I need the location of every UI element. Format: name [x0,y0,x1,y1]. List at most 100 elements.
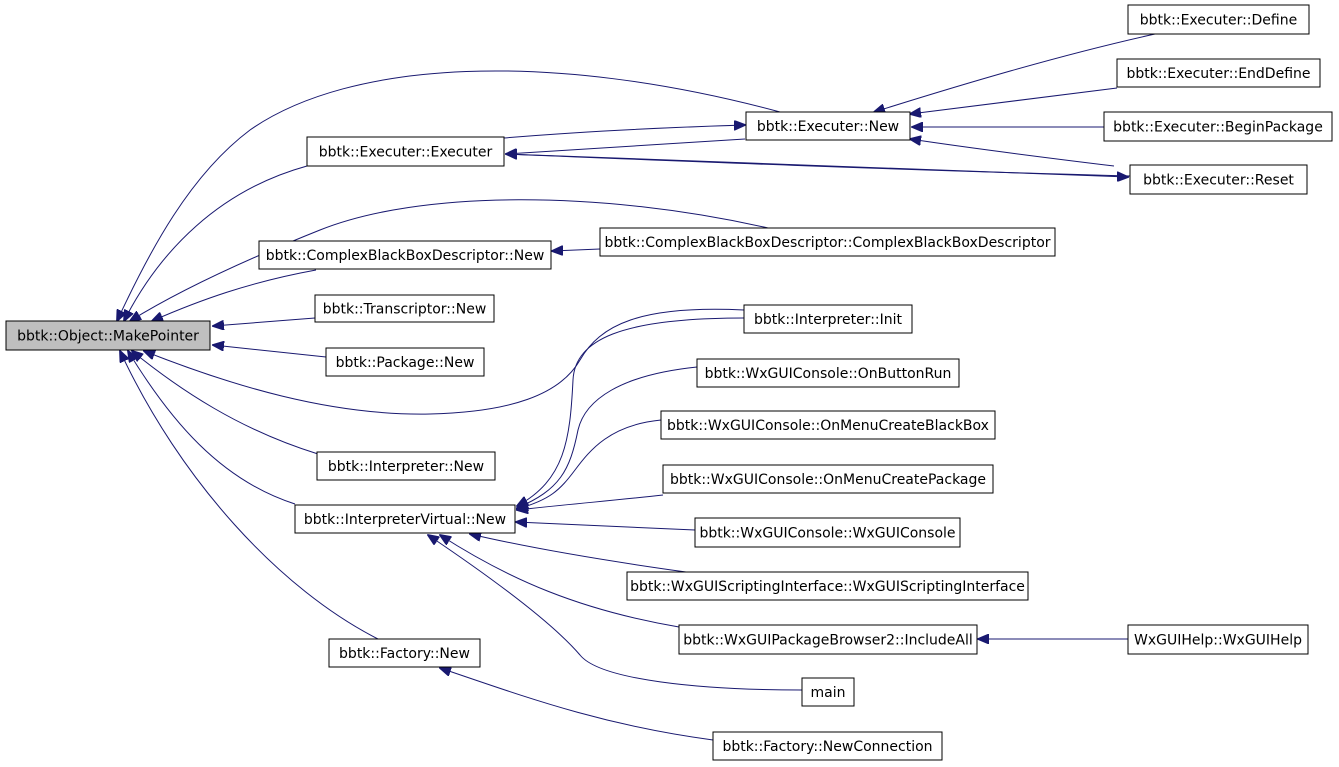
node-box [743,304,913,334]
node-console-ctor[interactable]: bbtk::WxGUIConsole::WxGUIConsole [694,517,961,548]
edge-define-to-executer-new [874,33,1156,112]
node-label: bbtk::ComplexBlackBoxDescriptor::Complex… [604,235,1050,251]
node-console-onmenucreateblackbox[interactable]: bbtk::WxGUIConsole::OnMenuCreateBlackBox [660,410,996,440]
node-interpvirt-new[interactable]: bbtk::InterpreterVirtual::New [294,504,516,534]
node-wxguihelp[interactable]: WxGUIHelp::WxGUIHelp [1127,624,1309,655]
edge-interpvirtual-new-to-makepointer [128,351,296,505]
node-box [306,136,505,167]
node-box [745,111,911,141]
node-label: WxGUIHelp::WxGUIHelp [1134,633,1302,649]
node-label: bbtk::Executer::New [757,119,899,135]
node-console-onbuttonrun[interactable]: bbtk::WxGUIConsole::OnButtonRun [696,358,960,388]
node-cbbd-new[interactable]: bbtk::ComplexBlackBoxDescriptor::New [258,240,552,270]
node-exec-beginpackage[interactable]: bbtk::Executer::BeginPackage [1103,111,1333,142]
node-exec-executer[interactable]: bbtk::Executer::Executer [306,136,505,167]
node-box [258,240,552,270]
node-browser-includeall[interactable]: bbtk::WxGUIPackageBrowser2::IncludeAll [678,624,978,655]
node-console-onmenucreatepackage[interactable]: bbtk::WxGUIConsole::OnMenuCreatePackage [662,464,994,494]
node-label: bbtk::Executer::Reset [1143,173,1294,189]
node-box [696,358,960,388]
node-label: bbtk::Interpreter::Init [754,312,903,328]
edge-enddefine-to-executer-new [910,87,1118,114]
node-exec-new[interactable]: bbtk::Executer::New [745,111,911,141]
node-exec-define[interactable]: bbtk::Executer::Define [1127,4,1310,35]
node-box [314,294,495,323]
node-label: bbtk::Package::New [336,355,475,371]
node-label: bbtk::WxGUIConsole::OnMenuCreateBlackBox [667,418,989,434]
edge-onmenucreatepackage-to-interpvirtual-new [517,494,664,510]
node-box [316,451,496,481]
node-label: bbtk::WxGUIConsole::WxGUIConsole [699,526,955,542]
node-label: bbtk::ComplexBlackBoxDescriptor::New [266,248,545,264]
node-factory-newconnection[interactable]: bbtk::Factory::NewConnection [712,731,943,761]
node-label: bbtk::WxGUIPackageBrowser2::IncludeAll [683,633,973,649]
node-label: bbtk::Executer::Define [1140,13,1297,29]
node-box [1103,111,1333,142]
node-label: bbtk::InterpreterVirtual::New [304,512,506,528]
nodes: bbtk::Object::MakePointer bbtk::Executer:… [5,4,1333,761]
node-package-new[interactable]: bbtk::Package::New [325,347,485,377]
node-makepointer[interactable]: bbtk::Object::MakePointer [5,320,211,351]
node-factory-new[interactable]: bbtk::Factory::New [328,638,481,668]
edge-cbbd-ctor-to-cbbd-new [552,249,601,251]
edge-transcriptor-new-to-makepointer [213,317,316,326]
node-label: main [811,685,846,701]
node-box [1127,624,1309,655]
edge-onbuttonrun-to-interpvirtual-new [517,366,698,508]
node-scripting-ctor[interactable]: bbtk::WxGUIScriptingInterface::WxGUIScri… [626,571,1029,601]
node-exec-reset[interactable]: bbtk::Executer::Reset [1129,164,1308,195]
edge-interp-init-to-makepointer [144,308,745,415]
edge-interp-new-to-makepointer [132,351,319,455]
node-box [5,320,211,351]
edge-reset-to-executer-new [910,139,1115,167]
node-label: bbtk::WxGUIConsole::OnButtonRun [705,366,952,382]
node-box [712,731,943,761]
node-transcriptor-new[interactable]: bbtk::Transcriptor::New [314,294,495,323]
node-label: bbtk::WxGUIConsole::OnMenuCreatePackage [670,472,986,488]
edge-includeall-to-interpvirtual-new [440,535,680,628]
node-exec-enddefine[interactable]: bbtk::Executer::EndDefine [1116,58,1321,88]
edge-console-ctor-to-interpvirtual-new [516,522,696,531]
node-label: bbtk::Object::MakePointer [17,329,199,345]
node-cbbd-ctor[interactable]: bbtk::ComplexBlackBoxDescriptor::Complex… [599,227,1056,257]
edge-factory-new-to-makepointer [120,351,381,641]
edge-executer-new-to-reset [505,153,1128,177]
edge-cbbd-ctor-to-makepointer [130,199,769,321]
node-interp-init[interactable]: bbtk::Interpreter::Init [743,304,913,334]
node-label: bbtk::Interpreter::New [328,459,484,475]
node-main[interactable]: main [801,677,855,707]
edge-interp-init-to-interpvirtual-new [517,317,745,506]
node-box [294,504,516,534]
edges [117,33,1156,741]
edge-executer-to-makepointer [124,165,308,321]
node-box [694,517,961,548]
node-box [660,410,996,440]
node-label: bbtk::Executer::EndDefine [1126,66,1310,82]
edge-scripting-ctor-to-interpvirtual-new [470,534,687,573]
node-interp-new[interactable]: bbtk::Interpreter::New [316,451,496,481]
edge-main-to-interpvirtual-new [428,535,803,691]
node-box [325,347,485,377]
node-label: bbtk::Executer::Executer [319,145,493,161]
node-label: bbtk::Executer::BeginPackage [1113,120,1323,136]
node-box [599,227,1056,257]
edge-executer-new-to-makepointer [117,70,781,321]
edge-newconnection-to-factory-new [440,668,714,741]
node-box [801,677,855,707]
node-label: bbtk::WxGUIScriptingInterface::WxGUIScri… [630,579,1025,595]
node-label: bbtk::Factory::New [339,646,470,662]
node-box [1127,4,1310,35]
node-box [1129,164,1308,195]
node-label: bbtk::Factory::NewConnection [722,739,932,755]
node-box [328,638,481,668]
edge-executer-new-to-executer [506,138,746,154]
node-box [678,624,978,655]
edge-onmenucreateblackbox-to-interpvirtual-new [517,419,662,509]
edge-cbbd-new-to-makepointer [152,269,317,321]
edge-package-new-to-makepointer [213,345,327,358]
edge-executer-to-executer-new [503,125,745,139]
node-label: bbtk::Transcriptor::New [323,302,487,318]
node-box [626,571,1029,601]
node-box [1116,58,1321,88]
